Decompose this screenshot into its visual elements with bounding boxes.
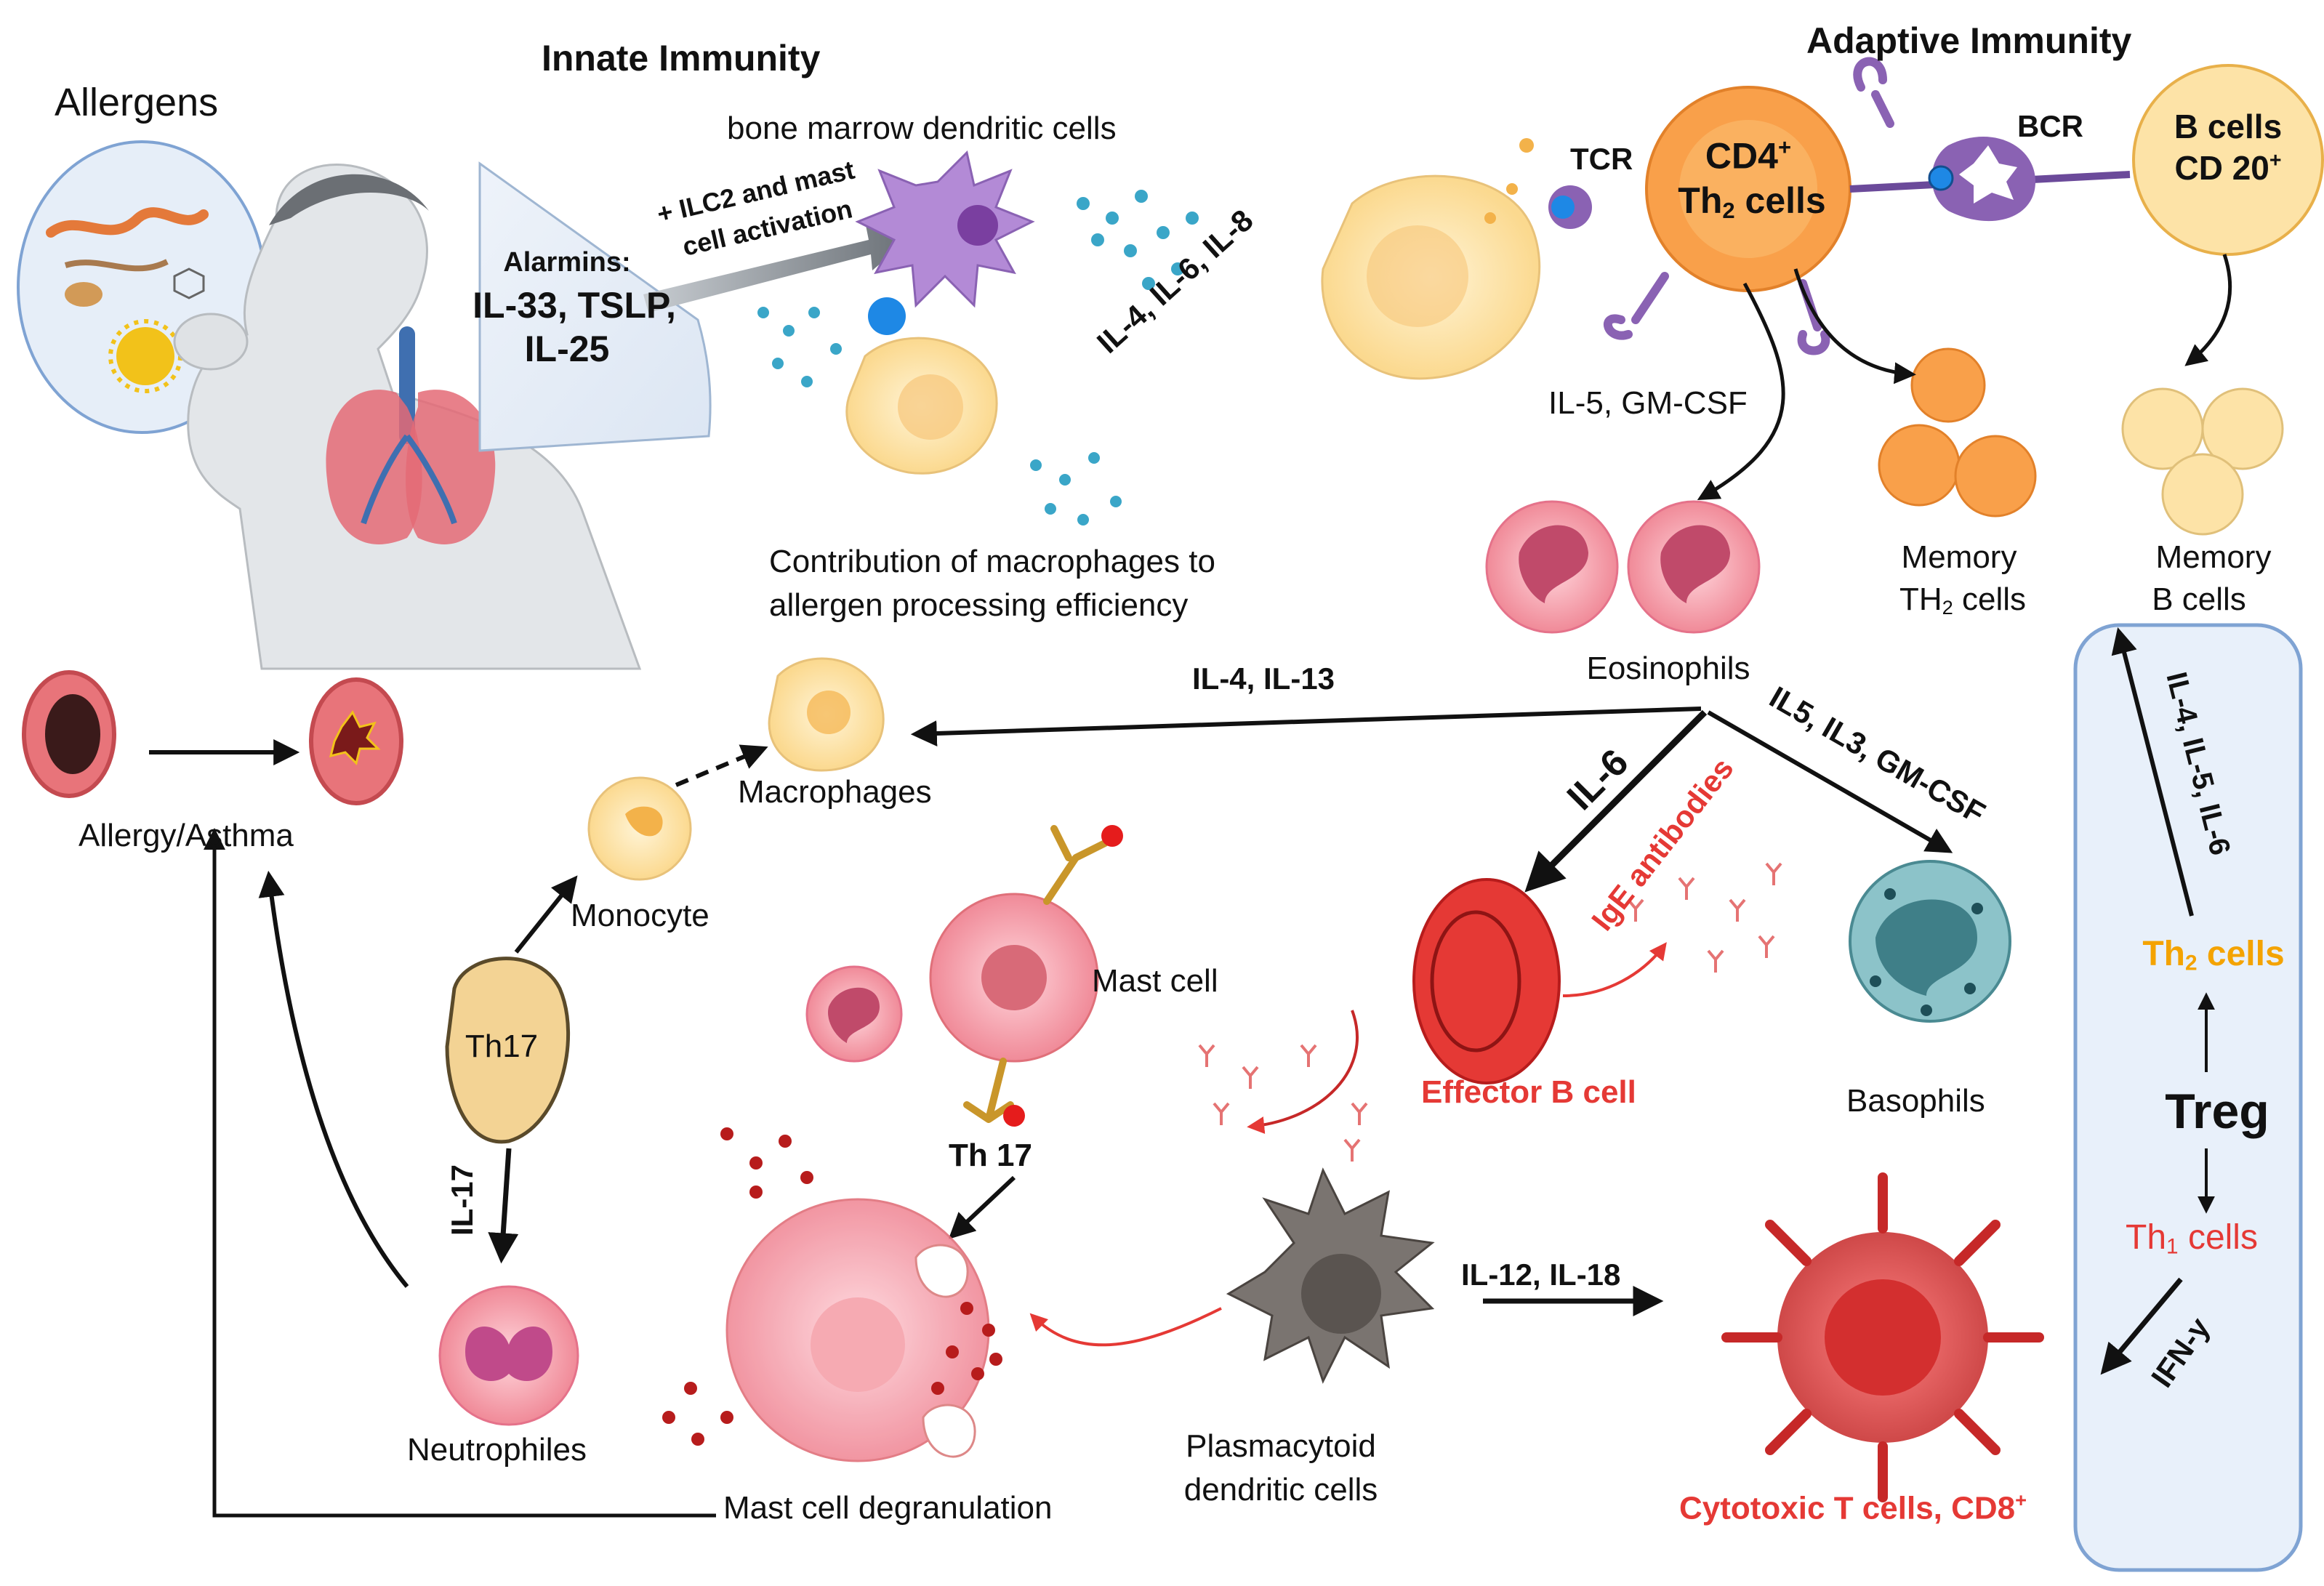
activation-arrow <box>643 222 909 313</box>
bcells-line1: B cells <box>2174 108 2283 145</box>
innate-immunity-title: Innate Immunity <box>542 38 821 79</box>
bcell-to-memory-arrow <box>2184 254 2232 366</box>
cytotoxic-t-cell <box>1721 1172 2044 1502</box>
eosinophils <box>1485 500 1761 634</box>
monocyte-label: Monocyte <box>571 898 709 933</box>
memory-b-line2: B cells <box>2152 581 2246 617</box>
alarmins-line2: IL-25 <box>524 329 610 369</box>
cytotoxic-label: Cytotoxic T cells, CD8+ <box>1679 1489 2027 1526</box>
macrophages-label: Macrophages <box>738 774 932 810</box>
alarmins-line1: IL-33, TSLP, <box>473 285 676 326</box>
il5-il3-gmcsf-arrow <box>1707 710 1953 853</box>
macrophage-innate <box>845 337 998 475</box>
monocyte <box>587 776 692 881</box>
cd4-to-memory-th2-arrow <box>1793 268 1916 385</box>
b-cell-cd20 <box>2132 64 2324 256</box>
th17-label: Th17 <box>465 1029 539 1064</box>
memory-b-line1: Memory <box>2155 539 2272 575</box>
degranulation-to-asthma-arrow <box>204 828 716 1518</box>
bcells-line2: CD 20+ <box>2174 149 2282 188</box>
memory-b-cells <box>2121 387 2284 536</box>
pdc-to-degranulation-arrow <box>1029 1307 1222 1347</box>
plasmacytoid-line1: Plasmacytoid <box>1186 1428 1376 1464</box>
tcr-label: TCR <box>1570 142 1633 176</box>
alarmin-wedge <box>478 161 712 452</box>
il6-arrow <box>1524 709 1708 893</box>
th2-cells-label: Th2 cells <box>1678 180 1826 223</box>
neutrophil <box>438 1285 579 1426</box>
il17-label: IL-17 <box>445 1164 479 1236</box>
neutrophiles-label: Neutrophiles <box>407 1432 587 1468</box>
cd4-to-eosinophil-arrow <box>1697 282 1785 500</box>
memory-th2-line2: TH2 cells <box>1899 581 2027 619</box>
antigen-presenting-macrophage <box>1321 138 1541 380</box>
treg-th1-label: Th1 cells <box>2126 1218 2258 1259</box>
treg-th2-label: Th2 cells <box>2142 935 2285 975</box>
effector-to-ige-arrow <box>1562 942 1667 997</box>
bcr-label: BCR <box>2017 109 2083 143</box>
il4-il13-arrow <box>910 707 1702 747</box>
th17-to-degranulation-arrow <box>948 1175 1016 1239</box>
effector-b-label: Effector B cell <box>1421 1074 1636 1110</box>
allergy-asthma-label: Allergy/Asthma <box>79 818 294 853</box>
tcr-receptor <box>1548 185 1592 229</box>
plasmacytoid-line2: dendritic cells <box>1183 1472 1378 1507</box>
adaptive-immunity-title: Adaptive Immunity <box>1806 20 2132 61</box>
macrophage-lower <box>768 657 885 772</box>
il4-il13-label: IL-4, IL-13 <box>1192 661 1335 696</box>
mast-cell-label: Mast cell <box>1092 963 1218 999</box>
th17-mast-label: Th 17 <box>949 1138 1032 1173</box>
th1-ifn-arrow <box>2100 1277 2183 1375</box>
airway-inflamed <box>309 677 403 805</box>
bcr-receptor <box>1928 137 2035 222</box>
neutrophil-to-asthma-arrow <box>258 870 409 1288</box>
memory-th2-line1: Memory <box>1901 539 2017 575</box>
small-eosinophil <box>805 965 903 1063</box>
cytokine-dots <box>757 190 1199 526</box>
macrophage-contribution-line2: allergen processing efficiency <box>769 587 1189 623</box>
eosinophils-label: Eosinophils <box>1586 651 1750 686</box>
treg-label: Treg <box>2165 1084 2269 1139</box>
ige-antibodies <box>1198 862 1782 1162</box>
th17-cell <box>445 957 570 1144</box>
il5-gmcsf-label: IL-5, GM-CSF <box>1548 385 1748 421</box>
il12-il18-label: IL-12, IL-18 <box>1461 1257 1621 1292</box>
th17-to-monocyte-arrow <box>514 875 578 954</box>
monocyte-to-macrophage-arrow <box>675 744 768 787</box>
bm-dendritic-cell <box>855 150 1035 308</box>
basophil <box>1849 860 2011 1023</box>
macrophage-contribution-line1: Contribution of macrophages to <box>769 544 1215 579</box>
memory-th2-cells <box>1878 347 2037 518</box>
bm-dendritic-label: bone marrow dendritic cells <box>727 110 1117 146</box>
mast-degranulation <box>662 1127 1002 1462</box>
cd4-label: CD4+ <box>1705 134 1792 177</box>
airway-healthy <box>22 670 116 798</box>
th17-to-neutrophil-arrow <box>488 1148 519 1264</box>
mast-degranulation-label: Mast cell degranulation <box>723 1490 1053 1526</box>
alarmins-heading: Alarmins: <box>503 247 631 278</box>
lungs <box>326 326 496 544</box>
allergen-particle <box>868 297 906 335</box>
allergens-label: Allergens <box>55 81 219 124</box>
mast-cell <box>929 825 1123 1127</box>
ige-curve-arrow <box>1247 1010 1359 1135</box>
plasmacytoid-dendritic-cell <box>1226 1167 1435 1384</box>
cd4-th2-cell <box>1604 57 1894 355</box>
treg-up-arrow <box>2111 627 2194 917</box>
effector-b-cell <box>1412 878 1561 1084</box>
basophils-label: Basophils <box>1846 1083 1985 1119</box>
